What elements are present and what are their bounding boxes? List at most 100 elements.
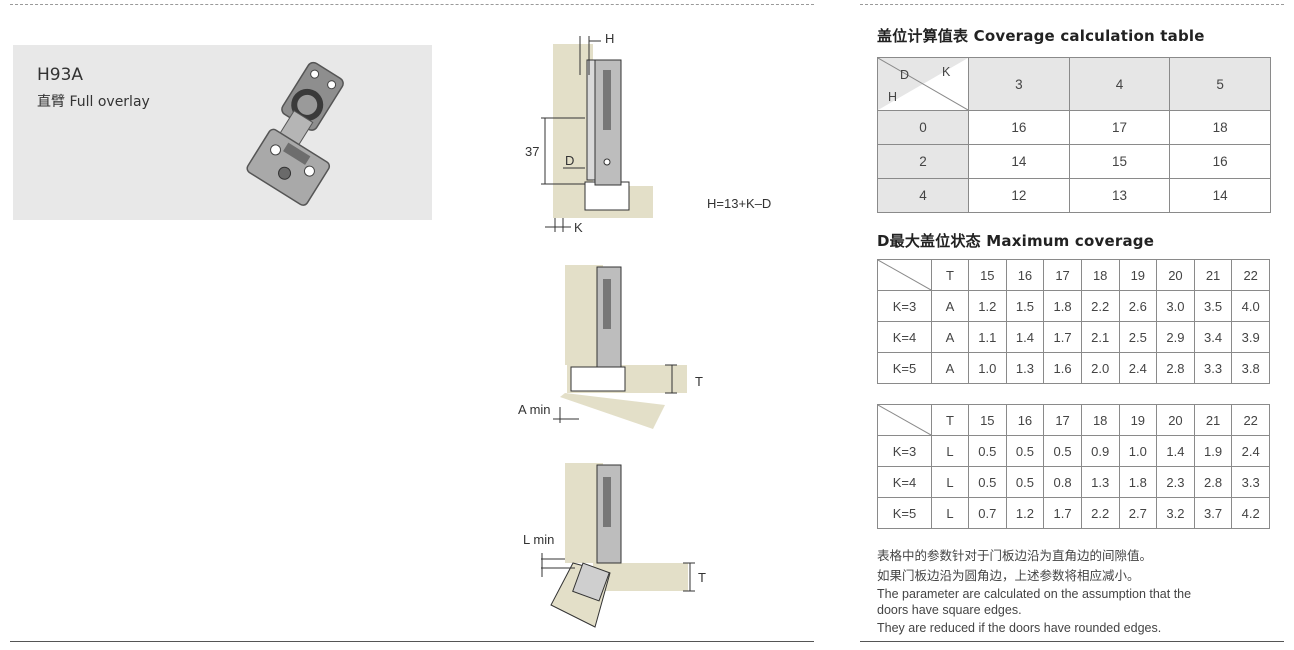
l-value: 0.5 [968,466,1007,498]
note-cn-line1: 表格中的参数针对于门板边沿为直角边的间隙值。 [877,548,1153,563]
param-label: A [931,290,969,322]
label-l-min: L min [523,532,555,547]
l-value: 0.5 [1005,466,1045,498]
l-value: 0.5 [1043,435,1082,467]
a-value: 3.3 [1193,352,1233,384]
l-value: 1.2 [1005,497,1045,529]
k-label: K=4 [877,321,932,353]
coverage-cell: 16 [1169,144,1271,179]
l-value: 0.5 [1005,435,1045,467]
t-value: 20 [1156,404,1195,436]
label-t-bottom: T [698,570,706,585]
param-label: L [931,435,969,467]
a-value: 1.6 [1043,352,1082,384]
note-en-line1: The parameter are calculated on the assu… [877,587,1192,601]
t-value: 17 [1043,404,1082,436]
max-l-corner [877,404,932,436]
a-value: 2.1 [1080,321,1120,353]
coverage-cell: 18 [1169,110,1271,145]
l-value: 2.3 [1156,466,1195,498]
a-value: 2.4 [1118,352,1158,384]
coverage-cell: 14 [1169,178,1271,213]
l-value: 1.0 [1118,435,1158,467]
coverage-corner-cell: D K H [877,57,969,111]
max-coverage-title: D最大盖位状态 Maximum coverage [877,232,1155,250]
max-l-row: K=4 L 0.5 0.5 0.8 1.3 1.8 2.3 2.8 3.3 [877,466,1270,498]
installation-diagram-top [541,36,653,232]
t-value: 21 [1193,404,1233,436]
coverage-table-title: 盖位计算值表 Coverage calculation table [877,27,1205,45]
a-value: 3.4 [1193,321,1233,353]
k-header: 3 [968,57,1070,111]
a-value: 2.5 [1118,321,1158,353]
top-dashed-rule-left [10,4,814,5]
a-value: 2.2 [1080,290,1120,322]
product-card: H93A 直臂 Full overlay [13,45,432,220]
h-value: 0 [877,110,969,145]
max-coverage-table-a: T 15 16 17 18 19 20 21 22 K=3 A 1.2 1.5 … [877,259,1270,384]
top-dashed-rule-right [860,4,1284,5]
hinge-product-image [246,61,344,206]
model-number: H93A [37,65,84,85]
a-value: 1.8 [1043,290,1082,322]
param-label: A [931,352,969,384]
note-en-line3: They are reduced if the doors have round… [877,621,1162,635]
a-value: 1.1 [968,321,1007,353]
h-value: 2 [877,144,969,179]
a-value: 2.8 [1156,352,1195,384]
a-value: 1.5 [1005,290,1045,322]
label-h: H [605,31,615,46]
t-label: T [931,404,969,436]
l-value: 1.7 [1043,497,1082,529]
max-a-row: K=4 A 1.1 1.4 1.7 2.1 2.5 2.9 3.4 3.9 [877,321,1270,353]
coverage-cell: 13 [1068,178,1171,213]
label-d: D [565,153,575,168]
t-value: 16 [1005,404,1045,436]
a-value: 2.0 [1080,352,1120,384]
coverage-row: 0 16 17 18 [877,110,1271,145]
max-a-header-row: T 15 16 17 18 19 20 21 22 [877,259,1270,291]
a-value: 1.2 [968,290,1007,322]
t-value: 19 [1118,404,1158,436]
a-value: 3.5 [1193,290,1233,322]
k-label: K=5 [877,497,932,529]
k-label: K=3 [877,290,932,322]
l-value: 3.7 [1193,497,1233,529]
t-value: 18 [1080,404,1120,436]
coverage-row: 4 12 13 14 [877,178,1271,213]
coverage-cell: 17 [1068,110,1171,145]
k-label: K=3 [877,435,932,467]
a-value: 4.0 [1231,290,1270,322]
k-label: K=4 [877,466,932,498]
note-cn-line2: 如果门板边沿为圆角边，上述参数将相应减小。 [877,568,1140,583]
t-value: 15 [968,404,1007,436]
label-a-min: A min [518,402,551,417]
t-value: 19 [1118,259,1158,291]
param-label: L [931,466,969,498]
t-value: 15 [968,259,1007,291]
formula-text: H=13+K–D [707,196,772,211]
t-label: T [931,259,969,291]
corner-label-h: H [888,90,898,104]
coverage-cell: 12 [968,178,1070,213]
a-value: 3.9 [1231,321,1270,353]
a-value: 1.4 [1005,321,1045,353]
max-l-header-row: T 15 16 17 18 19 20 21 22 [877,404,1270,436]
t-value: 16 [1005,259,1045,291]
a-value: 1.0 [968,352,1007,384]
t-value: 17 [1043,259,1082,291]
l-value: 2.7 [1118,497,1158,529]
h-value: 4 [877,178,969,213]
label-k: K [574,220,583,235]
l-value: 2.4 [1231,435,1270,467]
param-label: L [931,497,969,529]
bottom-rule-right [860,641,1284,642]
label-37: 37 [525,144,540,159]
l-value: 2.8 [1193,466,1233,498]
l-value: 0.8 [1043,466,1082,498]
k-header: 4 [1068,57,1171,111]
a-value: 3.8 [1231,352,1270,384]
t-value: 20 [1156,259,1195,291]
label-t-middle: T [695,374,703,389]
l-value: 2.2 [1080,497,1120,529]
